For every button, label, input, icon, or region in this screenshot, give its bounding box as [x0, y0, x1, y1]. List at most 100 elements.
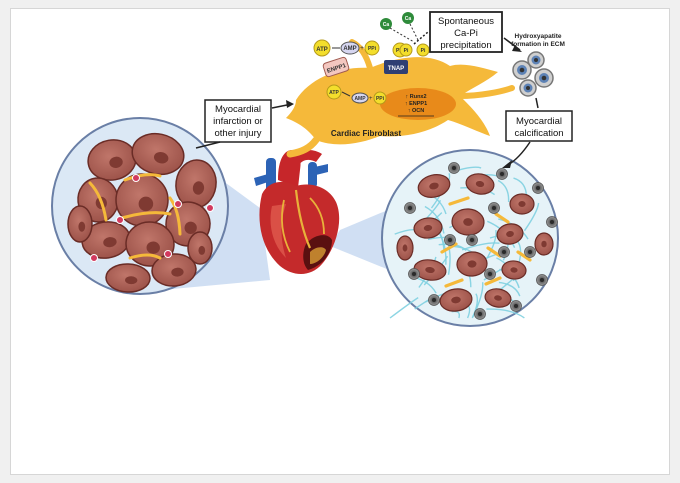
collagen-fiber	[486, 229, 497, 259]
healthy-myocardium-circle	[51, 117, 229, 295]
activated-fibroblast	[444, 278, 464, 288]
svg-text:ENPP1: ENPP1	[326, 63, 347, 75]
calcium-deposit	[408, 268, 420, 280]
fibroblast-strand	[120, 211, 172, 220]
svg-text:TNAP: TNAP	[388, 66, 404, 72]
injured-cardiomyocyte	[439, 288, 473, 312]
ca-ion-1: Ca	[380, 18, 392, 30]
svg-text:PPi: PPi	[376, 96, 385, 102]
activated-fibroblast	[494, 212, 510, 224]
calcium-deposit	[404, 202, 416, 214]
fibroblast-label: Cardiac Fibroblast	[331, 129, 402, 138]
injured-cardiomyocyte	[496, 223, 524, 245]
svg-text:calcification: calcification	[514, 128, 563, 139]
arrow-hydroxyapatite-to-calcification	[535, 97, 539, 109]
svg-text:Ca: Ca	[383, 22, 390, 28]
amp-molecule-inner: AMP	[351, 92, 369, 104]
pi-molecule-2: Pi	[416, 43, 430, 57]
svg-text:precipitation: precipitation	[440, 40, 491, 51]
injured-cardiomyocyte	[451, 208, 485, 236]
calcium-deposit	[466, 234, 478, 246]
myocardial-calcification-diagram: ATP AMP + PPi PPi Pi Pi Ca Ca ENPP1 TNAP	[51, 11, 573, 327]
svg-text:AMP: AMP	[343, 46, 356, 52]
activated-fibroblast	[440, 242, 458, 254]
cardiac-fibroblast	[286, 39, 515, 158]
gene-runx2: ↑ Runx2	[405, 94, 426, 100]
capillary	[116, 216, 124, 224]
collagen-fiber	[498, 281, 521, 297]
svg-text:PPi: PPi	[368, 46, 377, 52]
cardiomyocyte	[131, 132, 185, 176]
ppi-molecule-top: PPi	[364, 40, 380, 56]
activated-fibroblast	[448, 196, 470, 206]
cardiomyocyte	[187, 231, 213, 265]
collagen-fiber	[389, 297, 419, 319]
hydroxyapatite-label-line1: Hydroxyapatite	[515, 33, 562, 40]
svg-text:infarction or: infarction or	[213, 116, 263, 127]
collagen-fiber	[523, 202, 540, 232]
activated-fibroblast	[484, 276, 502, 286]
calcium-deposit	[428, 294, 440, 306]
fibroblast-strand	[123, 173, 162, 182]
calcium-deposit	[448, 162, 460, 174]
capillary	[90, 254, 98, 262]
collagen-fiber	[486, 308, 525, 319]
gene-enpp1: ↑ ENPP1	[405, 101, 427, 107]
heart-icon	[254, 150, 340, 274]
injured-cardiomyocyte	[534, 232, 554, 256]
calcium-deposit	[496, 168, 508, 180]
svg-text:Myocardial: Myocardial	[215, 104, 261, 115]
fibroblast-strand	[88, 181, 108, 222]
svg-text:AMP: AMP	[354, 96, 366, 102]
injured-cardiomyocyte	[465, 173, 495, 195]
calcium-deposit	[444, 234, 456, 246]
calcium-deposit	[524, 246, 536, 258]
calcium-deposit	[536, 274, 548, 286]
injured-cardiomyocytes	[396, 173, 554, 312]
cardiomyocyte	[81, 221, 131, 259]
activated-fibroblast	[516, 250, 532, 262]
activated-fibroblast	[486, 246, 502, 258]
hydroxyapatite-crystals	[512, 51, 554, 97]
cardiomyocyte	[67, 205, 93, 243]
calcified-myocardium-circle	[381, 149, 559, 327]
healthy-cardiomyocytes	[67, 132, 217, 293]
ca-ion-2: Ca	[402, 12, 414, 24]
injured-cardiomyocyte	[413, 259, 447, 281]
injured-cardiomyocyte	[396, 235, 414, 261]
collagen-fiber	[513, 177, 528, 196]
calcium-deposit	[498, 246, 510, 258]
capillary	[174, 200, 182, 208]
tnap-protein: TNAP	[384, 60, 408, 74]
calcification-box: Myocardial calcification	[505, 110, 573, 142]
injury-box: Myocardial infarction or other injury	[204, 99, 272, 143]
svg-text:+: +	[369, 96, 373, 102]
injured-cardiomyocyte	[413, 217, 443, 239]
arrows	[195, 31, 539, 168]
calcium-deposit	[474, 308, 486, 320]
capillary	[132, 174, 140, 182]
arrow-injury-from-circle	[195, 141, 221, 149]
svg-text:ATP: ATP	[316, 47, 328, 53]
svg-text:Pi: Pi	[421, 48, 426, 54]
injured-cardiomyocyte	[509, 193, 535, 215]
gene-ocn: ↑ OCN	[408, 108, 425, 114]
fibroblast-strand	[128, 253, 162, 260]
enpp1-protein: ENPP1	[322, 56, 350, 78]
cardiomyocyte	[105, 263, 151, 293]
calcium-deposit	[546, 216, 558, 228]
fibroblast-strand	[168, 196, 182, 236]
svg-text:Pi: Pi	[404, 48, 409, 54]
calcium-deposit	[484, 268, 496, 280]
svg-text:Ca-Pi: Ca-Pi	[454, 28, 478, 39]
calcium-deposits	[404, 162, 558, 320]
capillary	[206, 204, 214, 212]
atp-molecule-inner: ATP	[326, 84, 342, 100]
svg-text:+: +	[360, 45, 364, 52]
ppi-molecule-inner: PPi	[373, 91, 387, 105]
injured-cardiomyocyte	[417, 174, 451, 198]
svg-text:Myocardial: Myocardial	[516, 116, 562, 127]
injured-cardiomyocyte	[456, 251, 488, 277]
capillary	[164, 250, 172, 258]
injured-cardiomyocyte	[484, 288, 512, 308]
